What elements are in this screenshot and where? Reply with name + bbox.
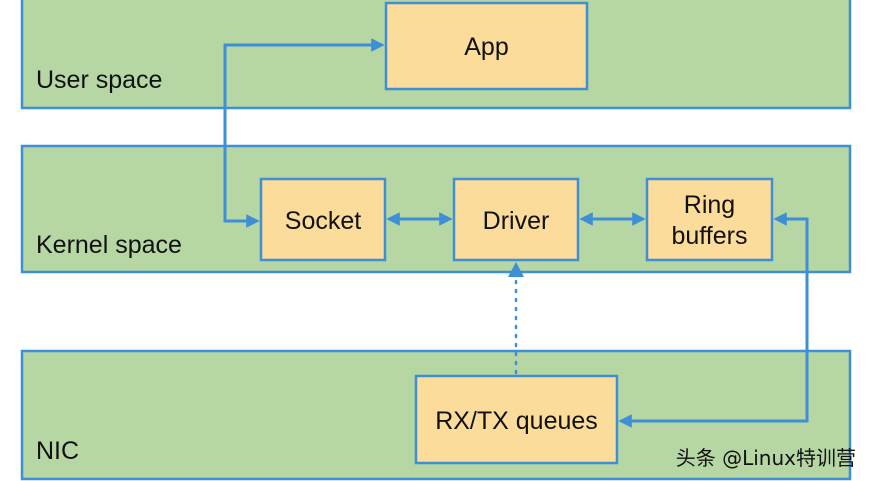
app-label: App [464, 33, 508, 61]
nic-label: NIC [36, 437, 79, 465]
socket-app-arrow [223, 38, 385, 228]
queues-driver-arrowhead [508, 262, 524, 277]
rx-tx-queues-label: RX/TX queues [435, 407, 598, 435]
ring-buffers-label-line1: Ring [684, 191, 735, 219]
rx-tx-queues-box [414, 374, 619, 465]
watermark: 头条 @Linux特训营 [675, 446, 856, 470]
ring-buffers-queues-arrow [618, 212, 809, 428]
app-box [384, 1, 589, 91]
driver-label: Driver [483, 207, 550, 235]
socket-label: Socket [285, 207, 361, 235]
ring-buffers-label-line2: buffers [672, 222, 748, 250]
kernel-space-label: Kernel space [36, 231, 182, 259]
driver-box [452, 177, 580, 262]
user-space-label: User space [36, 66, 162, 94]
